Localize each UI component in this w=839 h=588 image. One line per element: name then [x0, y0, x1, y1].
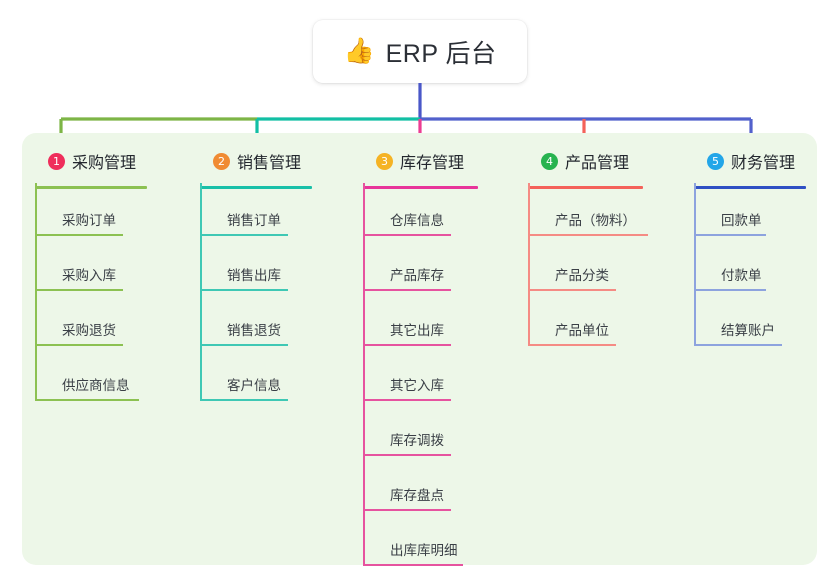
leaf-item[interactable]: 采购退货: [35, 312, 143, 346]
leaf-item-label: 产品分类: [555, 268, 609, 283]
column-badge-3: 3: [376, 152, 393, 170]
leaf-item[interactable]: 结算账户: [694, 312, 802, 346]
column-badge-4: 4: [541, 152, 558, 170]
leaf-item-rule: [363, 399, 451, 401]
leaf-item-label: 销售订单: [227, 213, 281, 228]
leaf-item-label: 付款单: [721, 268, 762, 283]
branch-column-1: 1 采购管理采购订单采购入库采购退货供应商信息: [35, 148, 147, 401]
leaf-item[interactable]: 供应商信息: [35, 367, 159, 401]
leaf-item[interactable]: 销售退货: [200, 312, 308, 346]
column-spine: [363, 183, 365, 566]
leaf-item-label: 销售出库: [227, 268, 281, 283]
leaf-item-label: 其它出库: [390, 323, 444, 338]
column-badge-2: 2: [213, 152, 230, 170]
leaf-item-label: 产品（物料）: [555, 213, 636, 228]
leaf-item-rule: [363, 564, 463, 566]
column-badge-5: 5: [707, 152, 724, 170]
leaf-item-rule: [363, 234, 451, 236]
leaf-item[interactable]: 其它出库: [363, 312, 471, 346]
column-spine: [694, 183, 696, 346]
leaf-item-label: 库存盘点: [390, 488, 444, 503]
root-node-card[interactable]: 👍 ERP 后台: [313, 20, 527, 83]
leaf-item-label: 其它入库: [390, 378, 444, 393]
leaf-item-label: 供应商信息: [62, 378, 130, 393]
leaf-item-rule: [35, 289, 123, 291]
column-header-rule: [35, 186, 147, 189]
column-header-rule: [200, 186, 312, 189]
branch-column-3: 3 库存管理仓库信息产品库存其它出库其它入库库存调拨库存盘点出库库明细: [363, 148, 478, 566]
leaf-item[interactable]: 回款单: [694, 202, 786, 236]
column-spine: [35, 183, 37, 401]
branch-column-4: 4 产品管理产品（物料） 产品分类产品单位: [528, 148, 648, 346]
thumbs-up-icon: 👍: [343, 37, 375, 65]
leaf-item[interactable]: 产品库存: [363, 257, 471, 291]
leaf-item[interactable]: 采购入库: [35, 257, 143, 291]
leaf-item-rule: [200, 289, 288, 291]
leaf-item-rule: [528, 234, 648, 236]
column-title: 产品管理: [565, 155, 630, 172]
column-badge-1: 1: [48, 152, 65, 170]
root-node-title: ERP 后台: [385, 39, 497, 68]
leaf-item-label: 销售退货: [227, 323, 281, 338]
leaf-item-label: 结算账户: [721, 323, 775, 338]
column-title: 采购管理: [72, 155, 137, 172]
leaf-item-rule: [694, 344, 782, 346]
leaf-item-rule: [528, 289, 616, 291]
column-header-3[interactable]: 3 库存管理: [363, 148, 464, 174]
leaf-item-rule: [363, 509, 451, 511]
leaf-item[interactable]: 产品（物料）: [528, 202, 668, 236]
leaf-item-label: 库存调拨: [390, 433, 444, 448]
leaf-item-rule: [200, 234, 288, 236]
leaf-item[interactable]: 库存盘点: [363, 477, 471, 511]
leaf-item-label: 仓库信息: [390, 213, 444, 228]
leaf-item[interactable]: 出库库明细: [363, 532, 483, 566]
column-spine: [200, 183, 202, 401]
leaf-item[interactable]: 采购订单: [35, 202, 143, 236]
leaf-item-label: 产品单位: [555, 323, 609, 338]
leaf-item-label: 采购订单: [62, 213, 116, 228]
column-title: 财务管理: [731, 155, 796, 172]
column-header-1[interactable]: 1 采购管理: [35, 148, 136, 174]
leaf-item-rule: [694, 289, 766, 291]
leaf-item[interactable]: 其它入库: [363, 367, 471, 401]
leaf-item-rule: [363, 344, 451, 346]
leaf-item[interactable]: 库存调拨: [363, 422, 471, 456]
leaf-item-rule: [35, 399, 139, 401]
leaf-item-label: 产品库存: [390, 268, 444, 283]
column-title: 库存管理: [400, 155, 465, 172]
column-header-5[interactable]: 5 财务管理: [694, 148, 795, 174]
leaf-item-rule: [528, 344, 616, 346]
leaf-item-rule: [694, 234, 766, 236]
leaf-item-rule: [200, 399, 288, 401]
leaf-item-rule: [35, 344, 123, 346]
leaf-item[interactable]: 仓库信息: [363, 202, 471, 236]
leaf-item-label: 采购入库: [62, 268, 116, 283]
leaf-item-label: 出库库明细: [390, 543, 458, 558]
leaf-item[interactable]: 产品单位: [528, 312, 636, 346]
column-header-rule: [694, 186, 806, 189]
leaf-item-label: 客户信息: [227, 378, 281, 393]
leaf-item-rule: [200, 344, 288, 346]
leaf-item-rule: [35, 234, 123, 236]
column-header-2[interactable]: 2 销售管理: [200, 148, 301, 174]
leaf-item-label: 回款单: [721, 213, 762, 228]
column-spine: [528, 183, 530, 346]
leaf-item[interactable]: 付款单: [694, 257, 786, 291]
leaf-item[interactable]: 客户信息: [200, 367, 308, 401]
branch-column-2: 2 销售管理销售订单销售出库销售退货客户信息: [200, 148, 312, 401]
column-header-rule: [528, 186, 643, 189]
column-header-4[interactable]: 4 产品管理: [528, 148, 629, 174]
leaf-item-rule: [363, 289, 451, 291]
leaf-item-rule: [363, 454, 451, 456]
leaf-item-label: 采购退货: [62, 323, 116, 338]
leaf-item[interactable]: 产品分类: [528, 257, 636, 291]
branch-panel: [22, 133, 817, 565]
column-header-rule: [363, 186, 478, 189]
branch-column-5: 5 财务管理回款单付款单结算账户: [694, 148, 806, 346]
leaf-item[interactable]: 销售出库: [200, 257, 308, 291]
column-title: 销售管理: [237, 155, 302, 172]
leaf-item[interactable]: 销售订单: [200, 202, 308, 236]
